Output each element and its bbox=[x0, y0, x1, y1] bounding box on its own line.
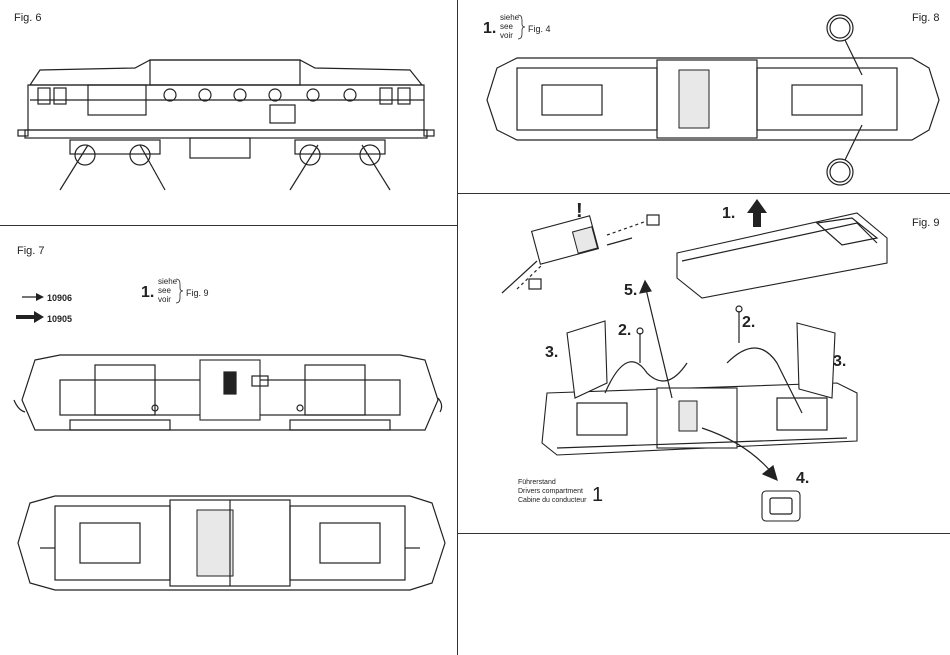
cab-caption-de: Führerstand bbox=[518, 478, 587, 487]
cab-number: 1 bbox=[592, 484, 603, 507]
fig9-step-2b: 2. bbox=[742, 314, 755, 332]
legend-code-10905: 10905 bbox=[47, 314, 72, 324]
fig7-loco-chassis-side bbox=[0, 340, 457, 450]
divider-left-1 bbox=[0, 225, 457, 226]
fig7-label: Fig. 7 bbox=[17, 245, 45, 257]
cab-caption: Führerstand Drivers compartment Cabine d… bbox=[518, 478, 587, 505]
cab-caption-fr: Cabine du conducteur bbox=[518, 496, 587, 505]
fig9-step-2a: 2. bbox=[618, 322, 631, 340]
fig7-step-ref: Fig. 9 bbox=[186, 288, 209, 298]
fig9-step-5: 5. bbox=[624, 282, 637, 300]
fig9-step-4: 4. bbox=[796, 470, 809, 488]
fig9-step-3a: 3. bbox=[545, 344, 558, 362]
divider-right-2 bbox=[457, 533, 950, 534]
fig7-step-number: 1. bbox=[141, 284, 154, 302]
legend-code-10906: 10906 bbox=[47, 293, 72, 303]
brace-icon bbox=[175, 278, 183, 304]
arrow-bold-icon bbox=[16, 311, 44, 323]
fig9-step-1: 1. bbox=[722, 205, 735, 223]
cab-caption-en: Drivers compartment bbox=[518, 487, 587, 496]
fig9-step-3b: 3. bbox=[833, 353, 846, 371]
fig6-locomotive-side-view bbox=[0, 0, 457, 225]
fig8-loco-chassis-top bbox=[457, 0, 950, 193]
fig7-loco-chassis-top bbox=[0, 488, 457, 598]
arrow-thin-icon bbox=[22, 292, 44, 302]
